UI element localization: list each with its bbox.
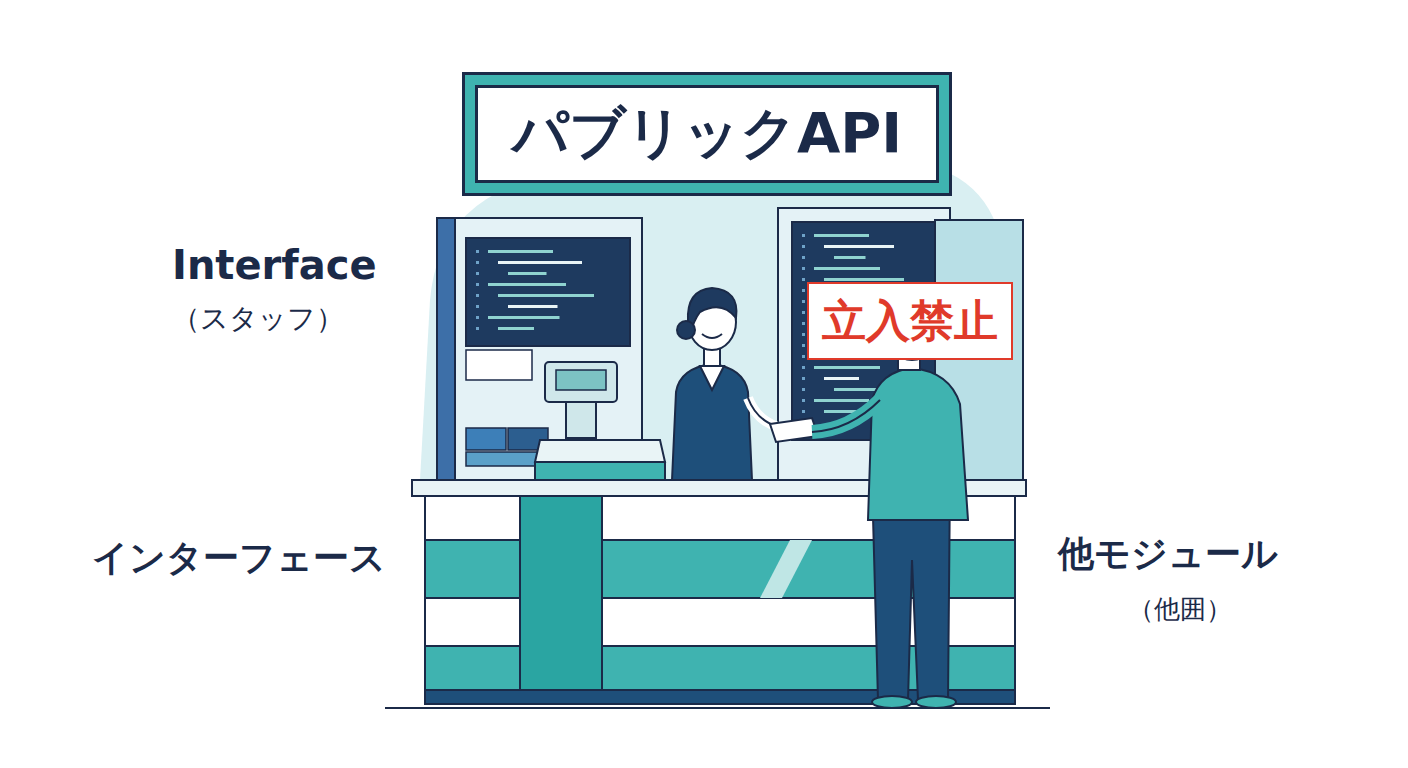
sign-title: パブリックAPI <box>512 96 902 172</box>
label-other-module: 他モジュール <box>1058 530 1278 579</box>
label-interface: Interface <box>172 242 377 288</box>
code-lines <box>476 250 594 330</box>
api-sign: パブリックAPI <box>462 72 952 196</box>
label-staff: （スタッフ） <box>172 300 344 338</box>
cash-register <box>535 362 665 480</box>
label-other-area: （他囲） <box>1128 592 1232 627</box>
label-interface-jp: インターフェース <box>92 534 386 583</box>
sign-panel: パブリックAPI <box>475 85 939 183</box>
staff-figure <box>672 288 818 480</box>
warning-text: 立入禁止 <box>822 292 998 351</box>
code-screen <box>466 238 630 346</box>
no-entry-sign: 立入禁止 <box>807 282 1013 360</box>
